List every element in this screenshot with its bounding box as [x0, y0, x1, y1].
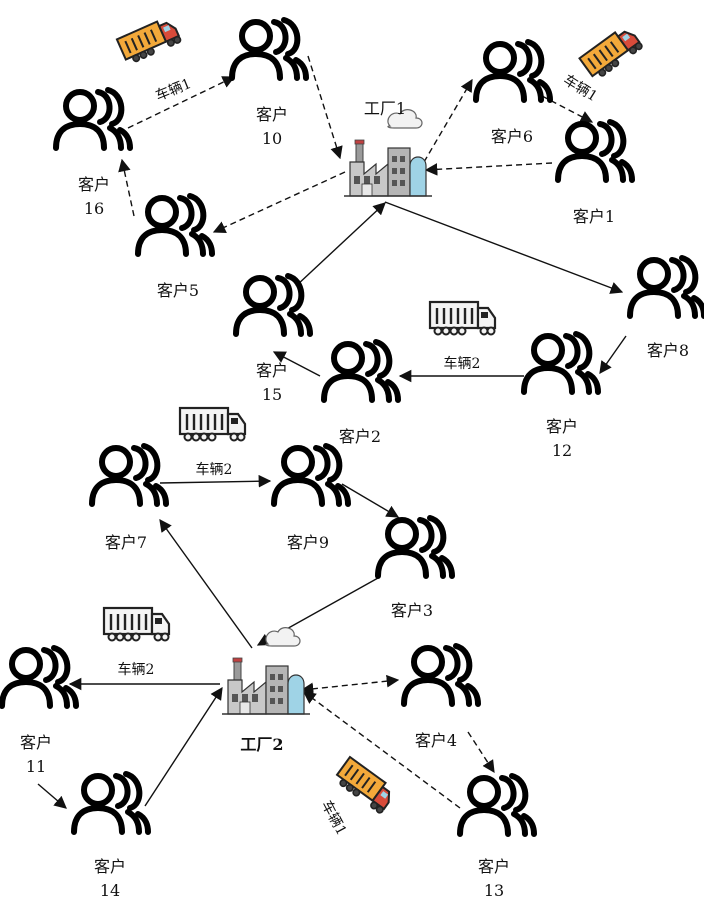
people-icon — [460, 776, 534, 834]
orange-truck-icon — [332, 756, 399, 816]
people-icon — [378, 518, 452, 576]
customer-7-label: 客户7 — [105, 533, 147, 552]
edge-f2-c4 — [300, 674, 400, 696]
edge-c1-f1 — [424, 162, 553, 176]
customer-3-label: 客户3 — [391, 601, 433, 620]
customer-1: 客户1 — [558, 122, 632, 226]
customer-16-label-1: 客户 — [78, 175, 110, 194]
customer-8-label: 客户8 — [647, 341, 689, 360]
customer-16: 客户 16 — [56, 90, 130, 218]
people-icon — [92, 446, 166, 504]
customer-7: 客户7 — [92, 446, 166, 552]
people-icon — [274, 446, 348, 504]
customer-4-label: 客户4 — [415, 731, 457, 750]
customer-10: 客户 10 — [232, 20, 306, 148]
edge-c5-c16 — [118, 158, 135, 217]
edge-f2-c7 — [159, 518, 253, 649]
customer-14: 客户 14 — [74, 774, 148, 900]
factory-1: 工厂1 — [343, 99, 433, 197]
factory-1-label: 工厂1 — [364, 99, 406, 118]
people-icon — [524, 334, 598, 392]
truck-vehicle2-mid — [428, 300, 497, 336]
factory-2-label: 工厂2 — [240, 735, 283, 754]
customer-5-label: 客户5 — [157, 281, 199, 300]
customer-3: 客户3 — [378, 518, 452, 620]
edge-c10-f1 — [307, 55, 343, 160]
customer-4: 客户4 — [404, 646, 478, 750]
grey-truck-icon — [178, 406, 247, 442]
edge-c2-c15 — [272, 351, 321, 377]
edge-c9-c3 — [341, 483, 400, 518]
customer-15-label-2: 15 — [262, 385, 282, 404]
customer-11: 客户 11 — [2, 648, 76, 776]
factory-icon — [221, 626, 311, 715]
people-icon — [2, 648, 76, 706]
customer-5: 客户5 — [138, 196, 212, 300]
customer-14-label-1: 客户 — [94, 857, 126, 876]
people-icon — [232, 20, 306, 78]
customer-6-label: 客户6 — [491, 127, 533, 146]
people-icon — [476, 42, 550, 100]
people-icon — [74, 774, 148, 832]
orange-truck-icon — [578, 23, 645, 83]
customer-2: 客户2 — [324, 342, 398, 446]
people-icon — [56, 90, 130, 148]
people-icon — [558, 122, 632, 180]
edge-c7-c9 — [159, 474, 272, 488]
vehicle-label-v2-mid: 车辆2 — [444, 355, 481, 372]
truck-vehicle2-bottom — [102, 606, 171, 642]
customer-10-label-1: 客户 — [256, 105, 288, 124]
factory-2: 工厂2 — [221, 626, 311, 754]
people-icon — [630, 258, 704, 316]
grey-truck-icon — [102, 606, 171, 642]
customer-12-label-1: 客户 — [546, 417, 578, 436]
edge-c11-c14 — [37, 783, 67, 809]
grey-truck-icon — [428, 300, 497, 336]
customer-10-label-2: 10 — [262, 129, 282, 148]
people-icon — [324, 342, 398, 400]
vehicle-label-v1-bottom: 车辆1 — [318, 798, 350, 839]
customer-9-label: 客户9 — [287, 533, 329, 552]
customer-14-label-2: 14 — [100, 881, 120, 900]
customer-1-label: 客户1 — [573, 207, 615, 226]
truck-vehicle1-bottom — [332, 756, 399, 816]
customer-9: 客户9 — [274, 446, 348, 552]
customer-15: 客户 15 — [236, 276, 310, 404]
customer-16-label-2: 16 — [84, 199, 104, 218]
people-icon — [138, 196, 212, 254]
edge-f1-c8 — [384, 201, 624, 294]
vehicle-label-v1-top-left: 车辆1 — [153, 75, 194, 105]
vehicle-label-v1-top-right: 车辆1 — [560, 71, 600, 105]
customer-11-label-2: 11 — [26, 757, 46, 776]
vehicle-label-v2-bottom: 车辆2 — [118, 661, 155, 678]
people-icon — [404, 646, 478, 704]
edge-c8-c12 — [599, 335, 627, 375]
truck-vehicle1-top-left — [115, 14, 183, 67]
edge-c4-c13 — [467, 731, 495, 774]
edge-c15-f1 — [295, 202, 386, 287]
truck-vehicle1-top-right — [578, 23, 645, 83]
people-icon — [236, 276, 310, 334]
customer-8: 客户8 — [630, 258, 704, 360]
customer-2-label: 客户2 — [339, 427, 381, 446]
customer-13-label-2: 13 — [484, 881, 504, 900]
customer-15-label-1: 客户 — [256, 361, 288, 380]
customer-13: 客户 13 — [460, 776, 534, 900]
vehicle-label-v2-left: 车辆2 — [196, 461, 233, 478]
edge-f1-c5 — [212, 171, 346, 234]
edge-c14-f2 — [144, 686, 223, 807]
customer-12: 客户 12 — [524, 334, 598, 460]
customer-11-label-1: 客户 — [20, 733, 52, 752]
truck-vehicle2-left — [178, 406, 247, 442]
orange-truck-icon — [115, 14, 183, 67]
customer-6: 客户6 — [476, 42, 550, 146]
customer-12-label-2: 12 — [552, 441, 572, 460]
edge-f1-c6 — [423, 78, 473, 163]
edge-c13-f2 — [302, 691, 461, 809]
factory-icon — [343, 108, 433, 197]
customer-13-label-1: 客户 — [478, 857, 510, 876]
